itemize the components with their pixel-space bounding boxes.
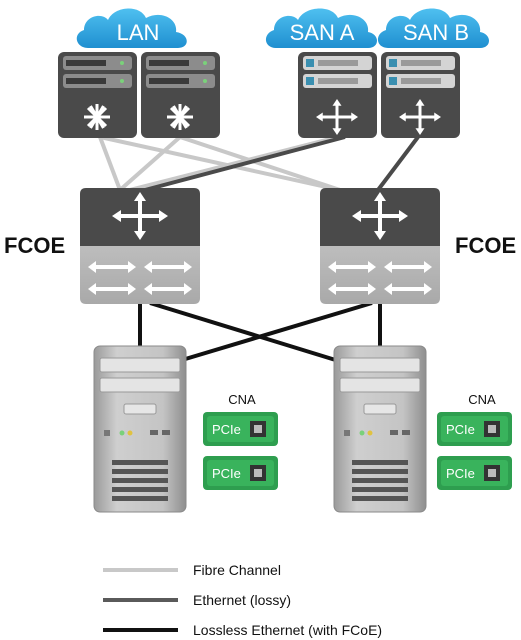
san-b-cloud: SAN B — [377, 8, 489, 48]
san-b-label: SAN B — [403, 20, 469, 45]
pcie-label: PCIe — [212, 466, 241, 481]
chip-icon — [484, 465, 500, 481]
server-left — [93, 345, 187, 513]
fcoe-switch-right — [320, 188, 440, 304]
lan-switch-1 — [58, 52, 137, 138]
legend-label-fibre-channel: Fibre Channel — [193, 562, 281, 578]
fcoe-switch-left — [80, 188, 200, 304]
lossless-ethernet-links — [138, 301, 382, 364]
pcie-card-left-2: PCIe — [203, 456, 278, 490]
legend-item-lossless-ethernet: Lossless Ethernet (with FCoE) — [103, 622, 382, 638]
legend-label-lossless-ethernet: Lossless Ethernet (with FCoE) — [193, 622, 382, 638]
chip-icon — [484, 421, 500, 437]
pcie-card-right-2: PCIe — [437, 456, 512, 490]
fibre-channel-links — [98, 135, 341, 192]
cna-label-left: CNA — [228, 392, 256, 407]
lan-cloud: LAN — [76, 8, 187, 48]
lan-label: LAN — [117, 20, 160, 45]
chip-icon — [250, 465, 266, 481]
san-a-label: SAN A — [290, 20, 355, 45]
legend-label-ethernet-lossy: Ethernet (lossy) — [193, 592, 291, 608]
pcie-card-right-1: PCIe — [437, 412, 512, 446]
legend-item-fibre-channel: Fibre Channel — [103, 562, 281, 578]
cna-label-right: CNA — [468, 392, 496, 407]
pcie-label: PCIe — [212, 422, 241, 437]
legend-item-ethernet-lossy: Ethernet (lossy) — [103, 592, 291, 608]
lan-switch-2 — [141, 52, 220, 138]
chip-icon — [250, 421, 266, 437]
san-a-cloud: SAN A — [265, 8, 377, 48]
pcie-label: PCIe — [446, 466, 475, 481]
fcoe-label-left: FCOE — [4, 233, 65, 258]
ethernet-lossy-links — [144, 135, 420, 192]
fcoe-label-right: FCOE — [455, 233, 516, 258]
legend: Fibre Channel Ethernet (lossy) Lossless … — [103, 562, 382, 638]
pcie-card-left-1: PCIe — [203, 412, 278, 446]
pcie-label: PCIe — [446, 422, 475, 437]
server-right — [333, 345, 427, 513]
san-b-switch — [381, 52, 460, 138]
san-a-switch — [298, 52, 377, 138]
